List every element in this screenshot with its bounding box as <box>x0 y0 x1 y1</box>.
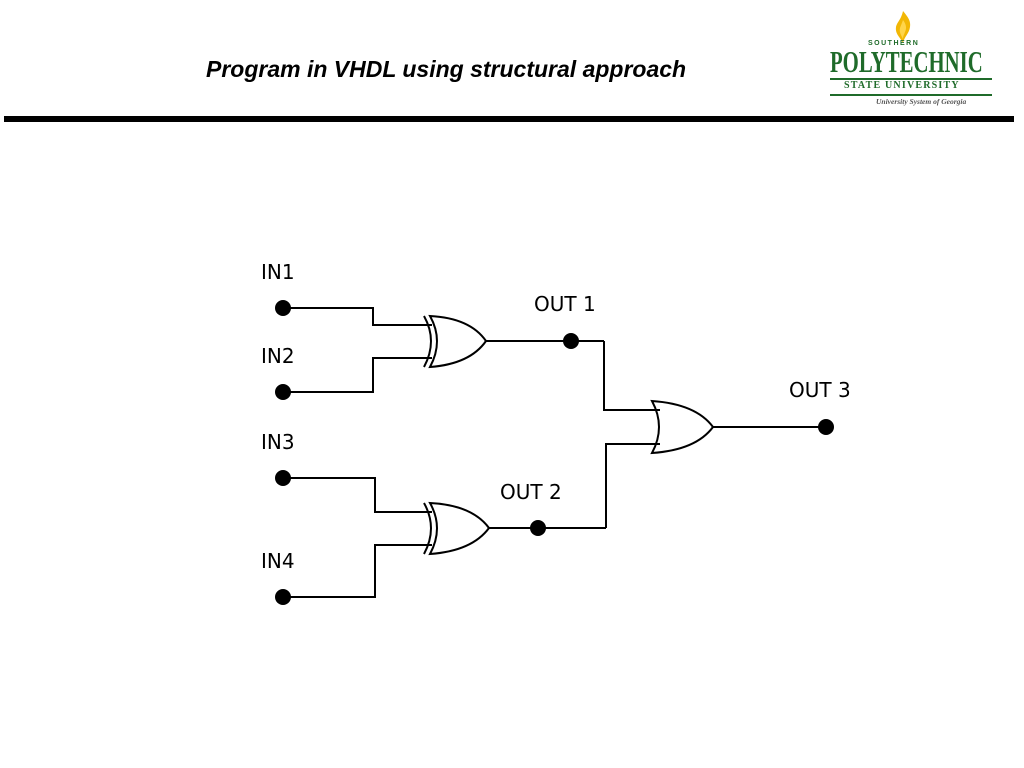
in2-label: IN2 <box>261 344 295 368</box>
wire-in1 <box>283 307 432 326</box>
logo-divider-bottom <box>830 94 992 96</box>
logo-main-text: POLYTECHNIC <box>830 44 983 79</box>
title-divider <box>4 116 1014 122</box>
out3-label: OUT 3 <box>789 378 851 402</box>
out2-label: OUT 2 <box>500 480 562 504</box>
flame-icon <box>895 11 911 43</box>
or-gate <box>650 399 715 455</box>
out2-node <box>530 520 546 536</box>
wire-in3 <box>283 477 432 513</box>
logo-southern-text: SOUTHERN <box>868 40 920 47</box>
wire-out2-to-or <box>605 443 660 528</box>
out3-terminal <box>818 419 834 435</box>
xor-gate-1 <box>423 314 488 369</box>
in1-terminal <box>275 300 291 316</box>
university-logo: SOUTHERN POLYTECHNIC STATE UNIVERSITY Un… <box>826 10 996 110</box>
slide-title: Program in VHDL using structural approac… <box>206 56 687 82</box>
in2-terminal <box>275 384 291 400</box>
in3-terminal <box>275 470 291 486</box>
out1-node <box>563 333 579 349</box>
logo-tagline: University System of Georgia <box>876 97 967 106</box>
xor-gate-2 <box>423 501 491 556</box>
in1-label: IN1 <box>261 260 295 284</box>
logo-state-text: STATE UNIVERSITY <box>844 80 960 91</box>
wire-out1-to-or <box>603 341 660 411</box>
wire-in4 <box>283 544 432 598</box>
logo-divider-top <box>830 78 992 80</box>
in4-label: IN4 <box>261 549 295 573</box>
in3-label: IN3 <box>261 430 295 454</box>
wire-in2 <box>283 357 432 393</box>
in4-terminal <box>275 589 291 605</box>
out1-label: OUT 1 <box>534 292 596 316</box>
